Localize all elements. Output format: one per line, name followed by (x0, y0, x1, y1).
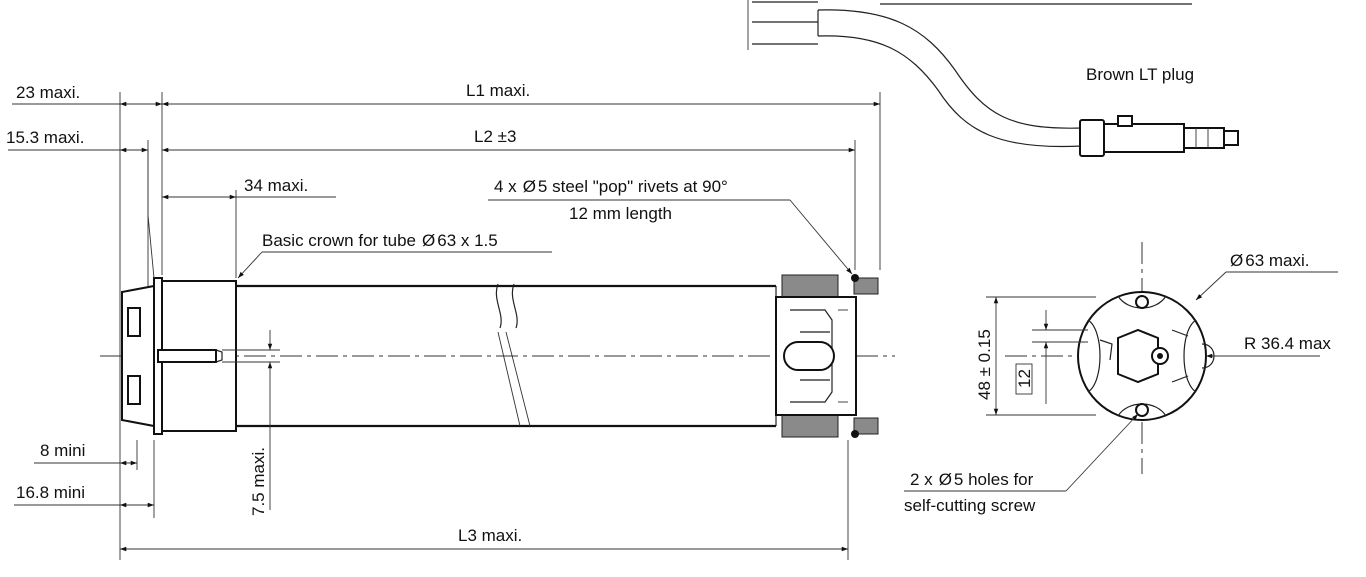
holes-label-2: self-cutting screw (904, 496, 1036, 515)
dim-r36-4-max: R 36.4 max (1244, 334, 1331, 353)
dim-34-maxi: 34 maxi. (244, 176, 308, 195)
dim-8-mini: 8 mini (40, 441, 85, 460)
dim-12: 12 (1015, 369, 1034, 388)
dim-l2: L2 ±3 (474, 127, 516, 146)
dimension-lines (8, 92, 881, 560)
dim-7-5-maxi: 7.5 maxi. (249, 447, 268, 516)
dim-l3: L3 maxi. (458, 526, 522, 545)
dim-15-3-maxi: 15.3 maxi. (6, 128, 84, 147)
motor-side-view (100, 274, 895, 438)
dim-16-8-mini: 16.8 mini (16, 483, 85, 502)
dim-23-maxi: 23 maxi. (16, 83, 80, 102)
cable-with-plug (747, 0, 1239, 157)
plug-label: Brown LT plug (1086, 65, 1194, 84)
motor-end-view (904, 242, 1338, 492)
rivets-length-label: 12 mm length (569, 204, 672, 223)
dim-l1: L1 maxi. (466, 81, 530, 100)
dim-48-tolerance: 48 ± 0.15 (975, 329, 994, 400)
brown-lt-plug (1079, 115, 1239, 157)
